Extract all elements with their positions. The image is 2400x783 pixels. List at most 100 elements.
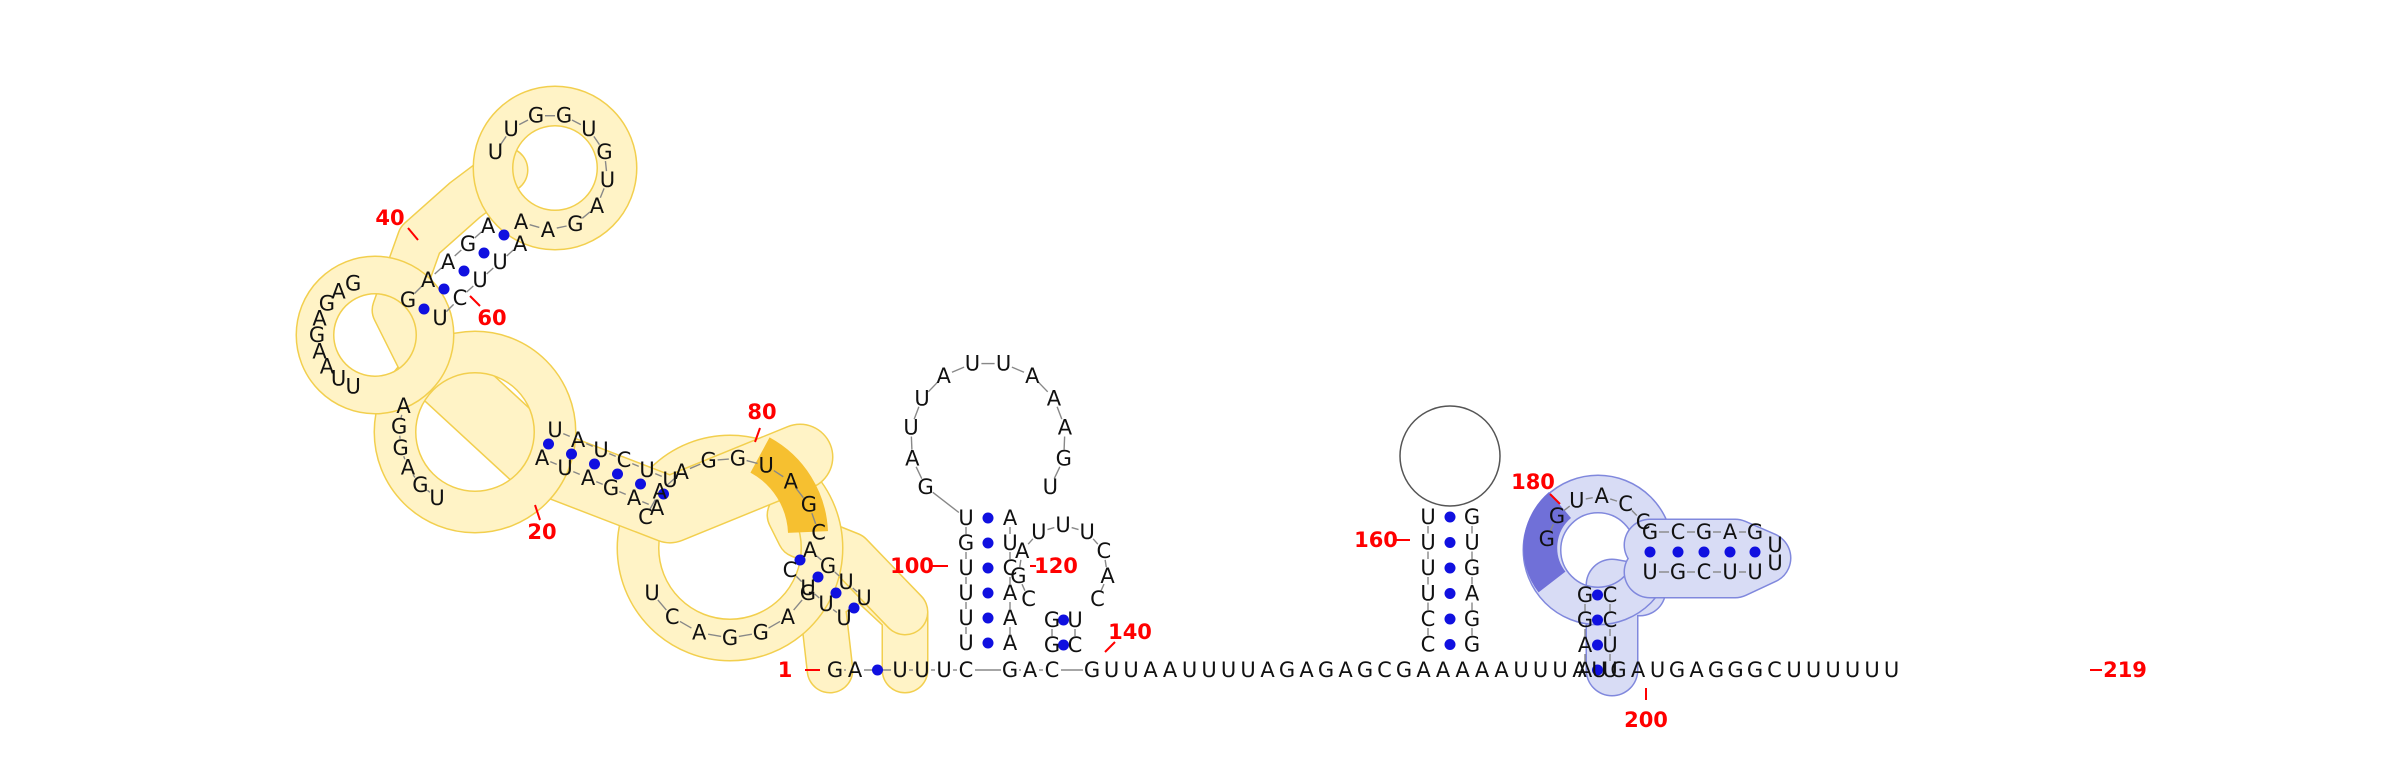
tail-nucleotide: U bbox=[1650, 658, 1665, 682]
loop-nucleotide: A bbox=[514, 210, 529, 234]
highlight-yellow-ring bbox=[474, 87, 636, 249]
backbone-link bbox=[1047, 526, 1055, 531]
backbone-link bbox=[599, 188, 605, 199]
index-tick bbox=[469, 295, 481, 307]
tail-nucleotide: A bbox=[1143, 658, 1158, 682]
base-pair-bond bbox=[982, 637, 994, 649]
tail-nucleotide: G bbox=[1084, 658, 1100, 682]
loop-nucleotide: U bbox=[1043, 475, 1058, 499]
backbone-link bbox=[595, 480, 604, 486]
nucleotide: C bbox=[1045, 658, 1060, 682]
tail-nucleotide: U bbox=[1513, 658, 1528, 682]
base-pair-bond bbox=[1592, 639, 1603, 651]
backbone-link bbox=[518, 119, 529, 126]
stem-nucleotide: U bbox=[1722, 560, 1737, 584]
backbone-link bbox=[1563, 505, 1571, 511]
tail-nucleotide: G bbox=[1396, 658, 1412, 682]
backbone-link bbox=[773, 469, 784, 478]
backbone-link bbox=[811, 512, 817, 525]
nucleotide: U bbox=[892, 658, 907, 682]
tail-nucleotide: A bbox=[1338, 658, 1353, 682]
stem-nucleotide: U bbox=[1420, 531, 1435, 555]
backbone-link bbox=[768, 620, 781, 629]
backbone-link bbox=[1053, 466, 1061, 480]
stem-nucleotide: G bbox=[958, 531, 974, 555]
tail-nucleotide: A bbox=[1436, 658, 1451, 682]
stem-nucleotide: U bbox=[1420, 505, 1435, 529]
backbone-link bbox=[1104, 559, 1107, 568]
backbone-link bbox=[738, 633, 753, 638]
stem-nucleotide: U bbox=[1747, 560, 1762, 584]
loop-nucleotide: A bbox=[312, 340, 327, 364]
base-pair-bond bbox=[566, 448, 577, 460]
stem-nucleotide: C bbox=[783, 558, 798, 582]
loop-nucleotide: A bbox=[1058, 415, 1073, 439]
loop-nucleotide: A bbox=[590, 194, 605, 218]
base-pair-bond bbox=[872, 664, 883, 676]
base-pair-bond bbox=[982, 512, 994, 524]
tail-nucleotide: A bbox=[1260, 658, 1275, 682]
base-pair-bond bbox=[1672, 546, 1684, 558]
loop-nucleotide: U bbox=[488, 140, 503, 164]
backbone-link bbox=[832, 608, 838, 614]
index-label: 100 bbox=[890, 554, 934, 578]
loop-nucleotide: A bbox=[674, 460, 689, 484]
tail-nucleotide: G bbox=[1610, 658, 1626, 682]
stem-nucleotide: U bbox=[472, 268, 487, 292]
loop-nucleotide: G bbox=[753, 621, 769, 645]
nucleotide: U bbox=[914, 658, 929, 682]
stem-nucleotide: A bbox=[1723, 520, 1738, 544]
backbone-link bbox=[927, 381, 938, 393]
loop-nucleotide: G bbox=[556, 104, 572, 128]
loop-nucleotide: A bbox=[653, 480, 668, 504]
base-pair-bond bbox=[1444, 562, 1456, 574]
backbone-link bbox=[649, 499, 657, 510]
loop-nucleotide: G bbox=[345, 271, 361, 295]
stem-nucleotide: A bbox=[627, 486, 642, 510]
stem-nucleotide: U bbox=[818, 592, 833, 616]
tail-nucleotide: G bbox=[1669, 658, 1685, 682]
nucleotide: G bbox=[1002, 658, 1018, 682]
index-label: 60 bbox=[477, 306, 506, 330]
backbone-link bbox=[932, 491, 960, 514]
highlight-regions bbox=[295, 85, 1792, 697]
tail-nucleotide: A bbox=[1689, 658, 1704, 682]
index-label: 219 bbox=[2103, 658, 2147, 682]
backbone-link bbox=[852, 587, 858, 593]
backbone-link bbox=[549, 460, 558, 466]
loop-nucleotide: A bbox=[320, 355, 335, 379]
nucleotide: A bbox=[848, 658, 863, 682]
stem-nucleotide: C bbox=[1003, 556, 1018, 580]
tail-nucleotide: U bbox=[1845, 658, 1860, 682]
loop-nucleotide: C bbox=[1021, 587, 1036, 611]
backbone-link bbox=[915, 466, 923, 480]
loop-nucleotide: A bbox=[692, 621, 707, 645]
loop-nucleotide: A bbox=[541, 218, 556, 242]
index-label: 180 bbox=[1511, 470, 1555, 494]
stem-nucleotide: G bbox=[400, 288, 416, 312]
backbone-links bbox=[399, 115, 1746, 671]
stem-nucleotide: U bbox=[1602, 633, 1617, 657]
stem-nucleotide: A bbox=[535, 446, 550, 470]
loop-nucleotide: G bbox=[700, 449, 716, 473]
backbone-link bbox=[746, 459, 758, 465]
stem-nucleotide: G bbox=[1464, 556, 1480, 580]
stem-nucleotide: G bbox=[1696, 520, 1712, 544]
tail-nucleotide: U bbox=[1182, 658, 1197, 682]
loop-nucleotide: G bbox=[801, 493, 817, 517]
stem-nucleotide: G bbox=[1670, 560, 1686, 584]
loop-nucleotide: C bbox=[1636, 510, 1651, 534]
stem-nucleotide: U bbox=[1067, 608, 1082, 632]
stem-nucleotide: U bbox=[1602, 658, 1617, 682]
nucleotide: G bbox=[827, 658, 843, 682]
stem-nucleotide: U bbox=[547, 418, 562, 442]
stem-nucleotide: G bbox=[460, 232, 476, 256]
backbone-link bbox=[814, 593, 820, 599]
backbone-link bbox=[434, 267, 442, 275]
loop-circles bbox=[1399, 405, 1501, 507]
stem-nucleotide: G bbox=[1577, 608, 1593, 632]
highlight-blue-strong bbox=[1523, 492, 1572, 593]
base-pair-bond bbox=[543, 438, 554, 450]
stem-nucleotide: A bbox=[581, 466, 596, 490]
